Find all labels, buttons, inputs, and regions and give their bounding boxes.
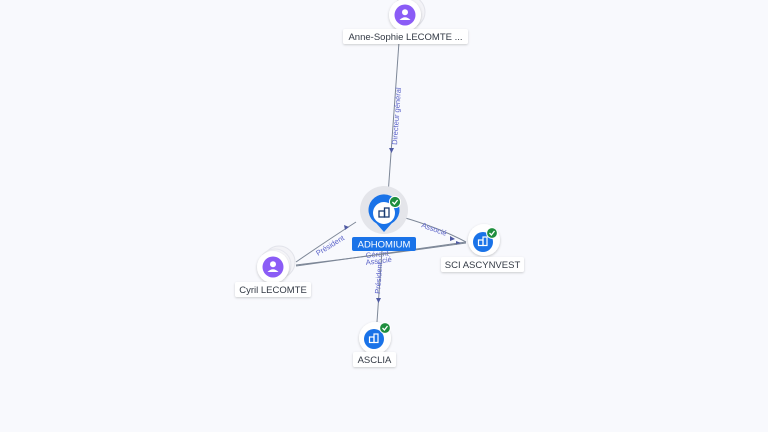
building-icon bbox=[378, 207, 390, 218]
person-icon bbox=[262, 256, 284, 278]
edge-label-president-asclia: Président bbox=[373, 261, 384, 294]
edge-directeur-general: Directeur général bbox=[387, 41, 403, 196]
verified-check-icon bbox=[388, 195, 402, 209]
verified-check-icon bbox=[379, 322, 391, 334]
edge-label-associe-cyril: Associé bbox=[365, 255, 392, 267]
edge-president-cyril: Président bbox=[295, 221, 357, 263]
node-label-sci-ascynvest: SCI ASCYNVEST bbox=[445, 260, 521, 271]
building-icon bbox=[368, 333, 379, 344]
node-sci-ascynvest[interactable]: SCI ASCYNVEST bbox=[441, 224, 524, 272]
node-label-adhomium: ADHOMIUM bbox=[358, 240, 411, 251]
edge-associe-cyril: Associé bbox=[295, 242, 467, 267]
edge-label-gerant: Gérant bbox=[365, 249, 390, 260]
node-asclia[interactable]: ASCLIA bbox=[353, 322, 396, 367]
node-label-cyril-lecomte: Cyril LECOMTE bbox=[239, 285, 307, 296]
person-icon bbox=[394, 4, 416, 26]
node-anne-sophie[interactable]: Anne-Sophie LECOMTE ... bbox=[343, 0, 468, 44]
node-label-asclia: ASCLIA bbox=[358, 355, 392, 366]
node-label-anne-sophie: Anne-Sophie LECOMTE ... bbox=[348, 32, 462, 43]
edge-label-directeur-general: Directeur général bbox=[390, 87, 403, 145]
verified-check-icon bbox=[486, 227, 498, 239]
building-icon bbox=[477, 236, 488, 247]
node-adhomium[interactable]: ADHOMIUM bbox=[352, 186, 416, 251]
edge-label-associe-sci: Associé bbox=[420, 220, 448, 237]
node-cyril-lecomte[interactable]: Cyril LECOMTE bbox=[235, 245, 311, 297]
edge-label-president-cyril: Président bbox=[314, 233, 346, 258]
edge-president-asclia: Président bbox=[373, 249, 384, 323]
